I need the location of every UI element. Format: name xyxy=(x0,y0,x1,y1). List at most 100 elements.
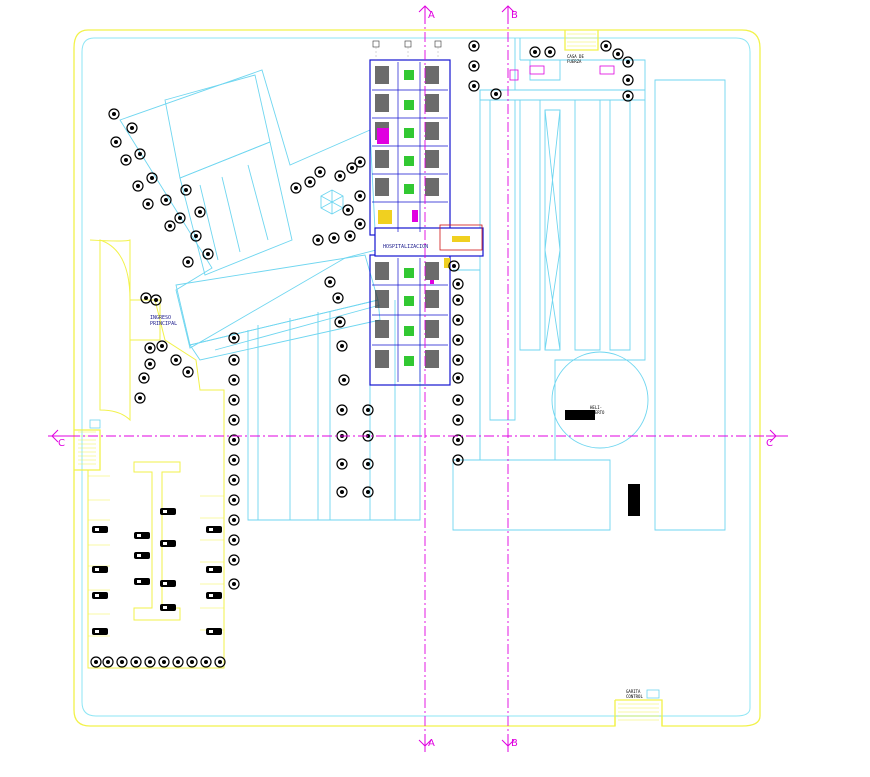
car-icon xyxy=(134,552,150,559)
tree-icon xyxy=(150,294,162,306)
tree-icon xyxy=(108,108,120,120)
tree-icon xyxy=(228,414,240,426)
tree-icon xyxy=(228,454,240,466)
section-marker-c-right: C xyxy=(766,438,773,449)
tree-icon xyxy=(116,656,128,668)
hospitalization-label: HOSPITALIZACION xyxy=(383,244,428,250)
section-arrows xyxy=(48,5,788,752)
tree-icon xyxy=(214,656,226,668)
tree-icon xyxy=(452,454,464,466)
grid-axis-bubble xyxy=(404,40,412,48)
small-annotations: HOSPITALIZACION INGRESO PRINCIPAL HELI- … xyxy=(150,54,643,699)
tree-icon xyxy=(160,194,172,206)
tree-icon xyxy=(468,80,480,92)
cars-layer xyxy=(92,508,222,635)
car-window xyxy=(95,630,99,633)
car-window xyxy=(163,606,167,609)
section-marker-a-top: A xyxy=(428,10,435,21)
tree-icon xyxy=(336,458,348,470)
car-window xyxy=(95,528,99,531)
car-icon xyxy=(134,578,150,585)
tree-icon xyxy=(190,230,202,242)
car-icon xyxy=(160,508,176,515)
grid-axis-bubble xyxy=(372,40,380,48)
tree-icon xyxy=(130,656,142,668)
tree-icon xyxy=(146,172,158,184)
car-icon xyxy=(206,592,222,599)
tree-icon xyxy=(134,392,146,404)
car-icon xyxy=(92,592,108,599)
tree-icon xyxy=(452,334,464,346)
tree-icon xyxy=(182,256,194,268)
tree-icon xyxy=(194,206,206,218)
tree-icon xyxy=(228,578,240,590)
tree-icon xyxy=(144,342,156,354)
tree-icon xyxy=(600,40,612,52)
tree-icon xyxy=(156,340,168,352)
tree-icon xyxy=(336,340,348,352)
gate-label-1: GARITA xyxy=(626,689,641,694)
tree-icon xyxy=(90,656,102,668)
tree-icon xyxy=(342,204,354,216)
grid-axis-bubble xyxy=(434,40,442,48)
car-icon xyxy=(160,580,176,587)
tree-icon xyxy=(354,156,366,168)
tree-icon xyxy=(174,212,186,224)
tree-icon xyxy=(290,182,302,194)
car-window xyxy=(163,542,167,545)
tree-icon xyxy=(186,656,198,668)
main-entrance-label-2: PRINCIPAL xyxy=(150,321,177,327)
tree-icon xyxy=(468,40,480,52)
tree-icon xyxy=(126,122,138,134)
tree-icon xyxy=(140,292,152,304)
tree-icon xyxy=(228,514,240,526)
tree-icon xyxy=(132,180,144,192)
tree-icon xyxy=(622,90,634,102)
tree-icon xyxy=(336,404,348,416)
section-marker-b-top: B xyxy=(511,10,518,21)
tree-icon xyxy=(354,218,366,230)
car-window xyxy=(209,594,213,597)
top-room-label-1: CASA DE xyxy=(567,54,584,59)
tree-icon xyxy=(144,358,156,370)
tree-icon xyxy=(346,162,358,174)
tree-icon xyxy=(314,166,326,178)
vehicles xyxy=(509,65,640,516)
helipad-label-2: PUERTO xyxy=(590,410,605,415)
section-marker-a-bottom: A xyxy=(428,738,435,749)
tree-icon xyxy=(142,198,154,210)
car-icon xyxy=(134,532,150,539)
tree-icon xyxy=(452,434,464,446)
car-icon xyxy=(160,540,176,547)
hospitalization-block xyxy=(369,59,484,386)
tree-icon xyxy=(228,394,240,406)
gate-label-2: CONTROL xyxy=(626,694,643,699)
tree-icon xyxy=(529,46,541,58)
tree-icon xyxy=(344,230,356,242)
tree-icon xyxy=(228,534,240,546)
car-icon xyxy=(160,604,176,611)
tree-icon xyxy=(228,474,240,486)
car-window xyxy=(163,510,167,513)
car-window xyxy=(137,554,141,557)
car-window xyxy=(209,630,213,633)
car-window xyxy=(137,580,141,583)
tree-icon xyxy=(544,46,556,58)
tree-icon xyxy=(328,232,340,244)
tree-icon xyxy=(228,374,240,386)
tree-icon xyxy=(202,248,214,260)
site-boundary xyxy=(73,29,761,727)
tree-icon xyxy=(622,56,634,68)
tree-icon xyxy=(134,148,146,160)
grid-bubbles-layer xyxy=(372,40,442,60)
parking-lot xyxy=(87,239,225,669)
car-icon xyxy=(206,628,222,635)
tree-icon xyxy=(172,656,184,668)
tree-icon xyxy=(452,278,464,290)
tree-icon xyxy=(228,494,240,506)
tree-icon xyxy=(452,294,464,306)
tree-icon xyxy=(468,60,480,72)
tree-icon xyxy=(452,354,464,366)
tree-icon xyxy=(452,314,464,326)
car-icon xyxy=(92,526,108,533)
